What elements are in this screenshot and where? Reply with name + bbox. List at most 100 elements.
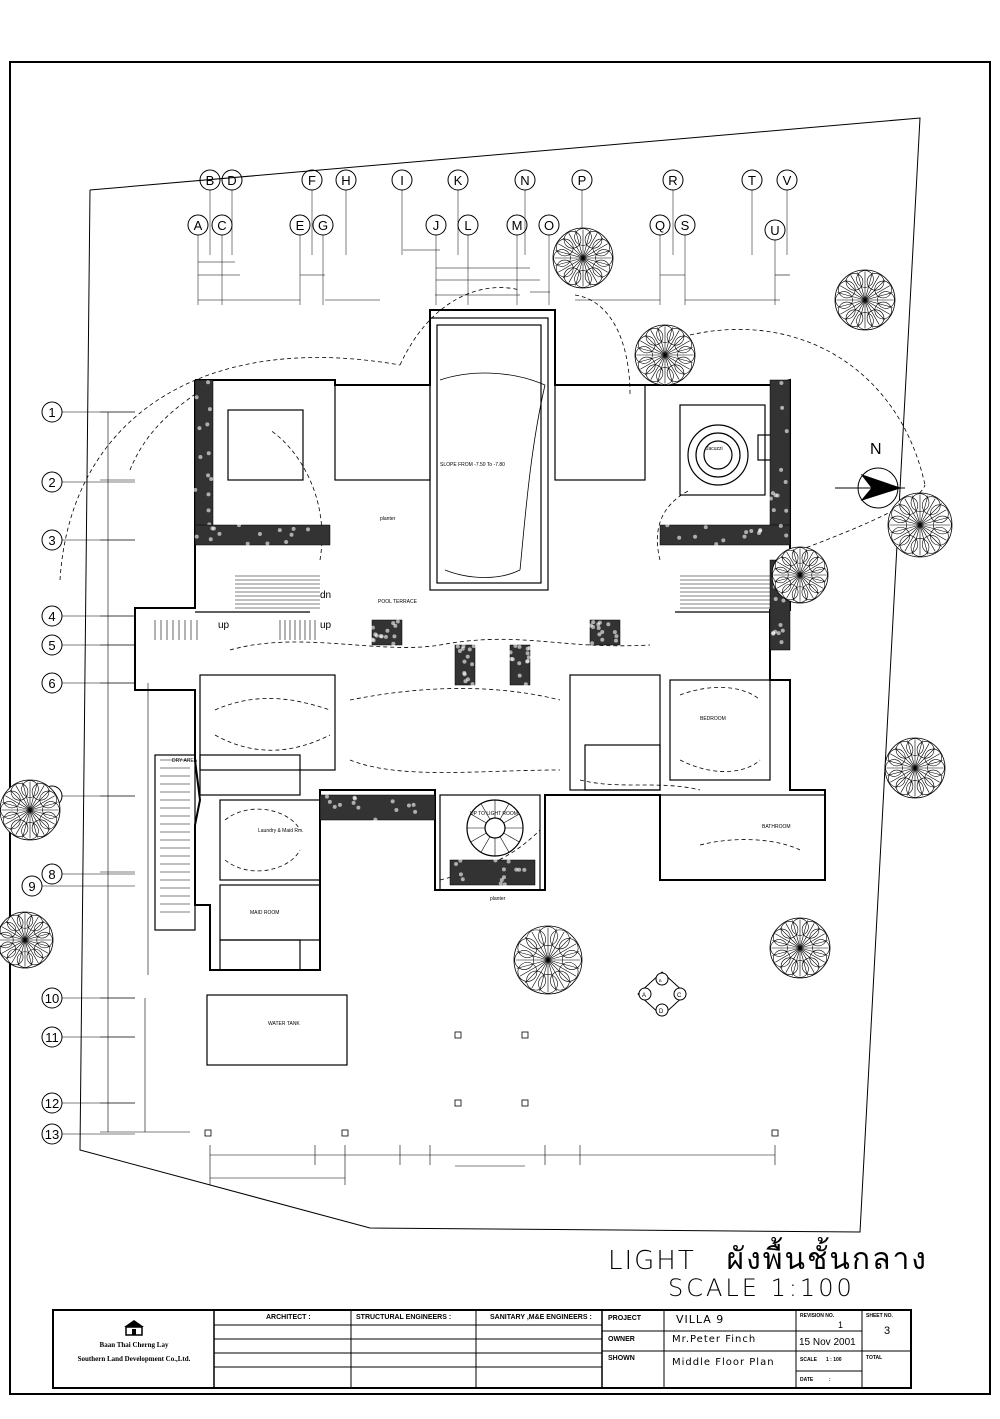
- svg-text:4: 4: [48, 609, 55, 624]
- grid-bubble-v: V: [777, 170, 797, 255]
- svg-text:N: N: [520, 173, 529, 188]
- pool-slope-label: SLOPE FROM -7.50 To -7.80: [440, 462, 505, 468]
- view-marker-b: B: [659, 978, 662, 983]
- grid-bubble-k: K: [448, 170, 468, 255]
- planter-4: [320, 795, 435, 822]
- svg-text:13: 13: [45, 1127, 59, 1142]
- sanitary-label: SANITARY ,M&E ENGINEERS :: [490, 1314, 592, 1321]
- tree-2: [835, 270, 895, 330]
- revision-value: 1: [838, 1320, 843, 1330]
- scale-value: 1 : 100: [826, 1357, 842, 1363]
- grid-bubble-b: B: [200, 170, 220, 255]
- svg-text:V: V: [783, 173, 792, 188]
- company-name-line2: Southern Land Development Co.,Ltd.: [54, 1355, 214, 1363]
- svg-text:8: 8: [48, 867, 55, 882]
- shown-label: SHOWN: [608, 1355, 635, 1362]
- svg-text:H: H: [341, 173, 350, 188]
- revision-label: REVISION NO.: [800, 1313, 834, 1319]
- svg-text:3: 3: [48, 533, 55, 548]
- view-marker-a: A: [642, 993, 646, 999]
- svg-text:J: J: [433, 218, 440, 233]
- left-dimensions: [100, 412, 190, 1132]
- svg-text:10: 10: [45, 991, 59, 1006]
- grid-columns-top: BDFHIKNPRTV: [200, 170, 797, 255]
- svg-text:12: 12: [45, 1096, 59, 1111]
- svg-text:R: R: [668, 173, 677, 188]
- company-name-line1: Baan Thai Cherng Lay: [54, 1341, 214, 1349]
- grid-bubble-u: U: [765, 220, 785, 305]
- svg-text:L: L: [464, 218, 471, 233]
- svg-text:S: S: [681, 218, 690, 233]
- grid-bubble-j: J: [426, 215, 446, 305]
- light-title: LIGHT: [608, 1246, 696, 1276]
- project-label: PROJECT: [608, 1315, 641, 1322]
- grid-row-bubble-9: 9: [22, 876, 135, 896]
- grid-row-bubble-2: 2: [42, 472, 135, 492]
- column-markers: [205, 1032, 778, 1136]
- grid-bubble-a: A: [188, 215, 208, 305]
- svg-text:C: C: [217, 218, 226, 233]
- owner-value: Mr.Peter Finch: [672, 1334, 756, 1345]
- water-tank-label: WATER TANK: [268, 1021, 300, 1027]
- top-dimensions: [198, 250, 790, 300]
- pool-terrace-label: POOL TERRACE: [378, 599, 418, 605]
- svg-text:11: 11: [45, 1030, 59, 1045]
- planter-7: [589, 620, 620, 645]
- pool-light-curve: [440, 373, 545, 577]
- svg-text:9: 9: [28, 879, 35, 894]
- tree-1: [635, 325, 695, 385]
- sheet-border: [10, 62, 990, 1394]
- up-label-1: up: [218, 620, 230, 631]
- date-value: 15 Nov 2001: [799, 1337, 856, 1348]
- planter-6: [370, 620, 402, 646]
- svg-text:T: T: [748, 173, 756, 188]
- grid-bubble-i: I: [392, 170, 412, 255]
- sheet-value: 3: [884, 1325, 890, 1337]
- svg-text:K: K: [454, 173, 463, 188]
- grid-bubble-m: M: [507, 215, 527, 305]
- project-value: VILLA 9: [676, 1313, 724, 1326]
- svg-text:1: 1: [48, 405, 55, 420]
- sheet-label: SHEET NO.: [866, 1313, 893, 1319]
- scale-label: SCALE: [800, 1357, 817, 1363]
- svg-text:P: P: [578, 173, 587, 188]
- company-logo-icon: [124, 1319, 144, 1337]
- planter-9: [509, 644, 532, 686]
- svg-text:I: I: [400, 173, 404, 188]
- svg-text:B: B: [206, 173, 215, 188]
- svg-text:E: E: [296, 218, 305, 233]
- svg-text:Q: Q: [655, 218, 665, 233]
- planter-5: [450, 858, 535, 886]
- maid-room-label: MAID ROOM: [250, 910, 279, 916]
- north-arrow: N: [835, 441, 905, 508]
- grid-columns-bottom: ACEGJLMOQSU: [188, 215, 785, 305]
- grid-bubble-r: R: [663, 170, 683, 255]
- tree-8: [0, 780, 60, 840]
- grid-bubble-h: H: [336, 170, 356, 255]
- view-marker-c: C: [677, 993, 682, 999]
- grid-row-bubble-8: 8: [42, 864, 135, 884]
- grid-bubble-s: S: [675, 215, 695, 305]
- svg-text:6: 6: [48, 676, 55, 691]
- planter-1: [195, 523, 330, 546]
- svg-text:O: O: [544, 218, 554, 233]
- view-marker: B C D A: [638, 972, 686, 1016]
- planter-label-2: planter: [490, 896, 506, 902]
- tree-4: [772, 547, 828, 603]
- thai-title: ผังพื้นชั้นกลาง: [727, 1242, 928, 1277]
- north-label: N: [870, 441, 882, 458]
- jacuzzi-label: Jacuzzi: [706, 446, 723, 452]
- svg-text:U: U: [770, 223, 779, 238]
- planter-8: [455, 644, 476, 686]
- drawing-scale: SCALE 1:100: [668, 1274, 855, 1302]
- svg-text:5: 5: [48, 638, 55, 653]
- date-label: DATE: [800, 1377, 813, 1383]
- planter-3: [660, 523, 790, 546]
- tree-0: [553, 228, 613, 288]
- title-block: Baan Thai Cherng Lay Southern Land Devel…: [52, 1309, 912, 1389]
- title-block-grid: [54, 1311, 910, 1387]
- tree-5: [885, 738, 945, 798]
- tree-3: [888, 493, 952, 557]
- grid-rows: 12345678910111213: [22, 402, 135, 1144]
